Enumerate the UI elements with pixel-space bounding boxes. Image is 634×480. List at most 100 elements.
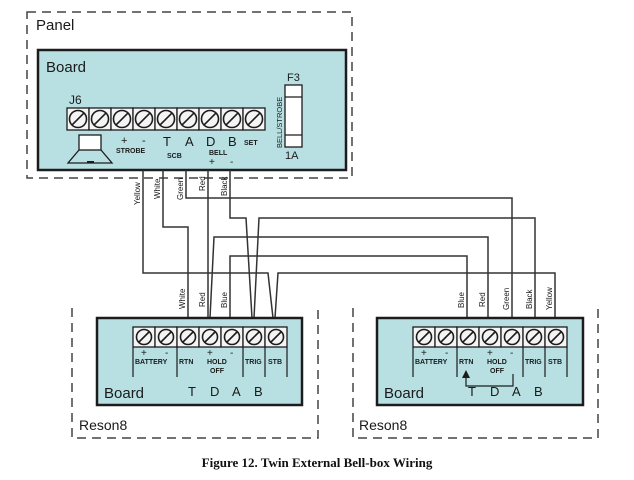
screw-icon: [134, 109, 154, 129]
reson8-right-terminal: [500, 326, 524, 348]
screw-icon: [90, 109, 110, 129]
fuse-name-label: F3: [287, 72, 300, 84]
bell-minus-label: -: [230, 157, 233, 168]
wire-label-black: Black: [220, 175, 229, 196]
panel-terminal: [220, 107, 244, 131]
screw-icon: [68, 109, 88, 129]
screw-icon: [437, 328, 455, 346]
wire-green: [185, 170, 513, 318]
panel-terminal: [66, 107, 90, 131]
bell-d-label: D: [206, 134, 215, 149]
off-label: OFF: [210, 368, 225, 375]
scb-label: SCB: [167, 153, 182, 160]
wire-yellow-right: [274, 272, 556, 319]
rtn-hold-link: [465, 374, 514, 387]
screw-icon: [157, 328, 175, 346]
wire-black-right: [253, 217, 536, 319]
screw-icon: [112, 109, 132, 129]
battery-minus-label: -: [165, 348, 168, 359]
reson8-right-terminal: [478, 326, 502, 348]
bell-plus-label: +: [209, 157, 215, 168]
reson8-right-terminal: [412, 326, 436, 348]
screw-icon: [244, 109, 264, 129]
wire-blue: [229, 255, 468, 318]
panel-terminal: [88, 107, 112, 131]
screw-icon: [223, 328, 241, 346]
reson8-left-terminal: [176, 326, 200, 348]
reson8-left-terminal: [220, 326, 244, 348]
panel-terminal: [132, 107, 156, 131]
bus-letter-t: T: [188, 384, 196, 399]
off-label: OFF: [490, 368, 505, 375]
left-wire-label-blue: Blue: [220, 291, 229, 308]
battery-minus-label: -: [445, 348, 448, 359]
screw-icon: [267, 328, 285, 346]
scb-t-label: T: [163, 134, 171, 149]
panel-enclosure: [26, 11, 353, 179]
bus-letter-a: A: [232, 384, 241, 399]
screw-icon: [135, 328, 153, 346]
screw-icon: [200, 109, 220, 129]
hold-label: HOLD: [487, 359, 507, 366]
wire-white: [162, 170, 189, 318]
reson8-left-board-label: Board: [104, 385, 144, 402]
panel-terminal: [242, 107, 266, 131]
reson8-left-terminal: [264, 326, 288, 348]
bell-label: BELL: [209, 150, 228, 157]
fuse-icon: [284, 84, 303, 148]
bus-letter-d: D: [210, 384, 219, 399]
wire-yellow-left: [142, 170, 274, 319]
wire-black-left: [229, 170, 253, 319]
fuse-function-label: BELL/STROBE: [275, 97, 284, 148]
wires: [142, 170, 556, 319]
bus-letter-b: B: [534, 384, 543, 399]
screw-icon: [547, 328, 565, 346]
sounder-icon: [66, 134, 114, 164]
wire-label-yellow: Yellow: [133, 182, 142, 205]
left-wire-label-red: Red: [198, 292, 207, 307]
screw-icon: [245, 328, 263, 346]
panel-label: Panel: [36, 17, 74, 34]
hold-minus-label: -: [230, 348, 233, 359]
battery-plus-label: +: [421, 348, 427, 359]
panel-board-label: Board: [46, 59, 86, 76]
screw-icon: [525, 328, 543, 346]
connector-j6-label: J6: [69, 93, 82, 107]
screw-icon: [222, 109, 242, 129]
set-label: SET: [244, 140, 258, 147]
reson8-left-terminal: [154, 326, 178, 348]
wire-red-right: [209, 236, 489, 319]
reson8-right-terminal: [522, 326, 546, 348]
reson8-left-terminal: [242, 326, 266, 348]
rtn-label: RTN: [179, 359, 193, 366]
screw-icon: [459, 328, 477, 346]
screw-icon: [201, 328, 219, 346]
bus-letter-a: A: [512, 384, 521, 399]
scb-a-label: A: [185, 134, 194, 149]
bell-b-label: B: [228, 134, 237, 149]
trig-label: TRIG: [245, 359, 262, 366]
right-wire-label-black: Black: [525, 288, 534, 309]
reson8-right-enclosure: [352, 308, 599, 439]
screw-icon: [415, 328, 433, 346]
right-wire-label-red: Red: [478, 292, 487, 307]
right-wire-label-green: Green: [502, 288, 511, 310]
wire-label-green: Green: [176, 178, 185, 200]
hold-plus-label: +: [207, 348, 213, 359]
panel-terminal-block: [66, 107, 266, 131]
panel-terminal: [198, 107, 222, 131]
strobe-plus-label: +: [121, 135, 127, 147]
hold-label: HOLD: [207, 359, 227, 366]
bus-letter-b: B: [254, 384, 263, 399]
wire-label-red: Red: [198, 176, 207, 191]
hold-plus-label: +: [487, 348, 493, 359]
strobe-minus-label: -: [142, 135, 146, 147]
strobe-label: STROBE: [116, 148, 146, 155]
fuse-rating-label: 1A: [285, 150, 299, 162]
reson8-left-label: Reson8: [79, 417, 127, 433]
left-wire-label-white: White: [178, 288, 187, 309]
